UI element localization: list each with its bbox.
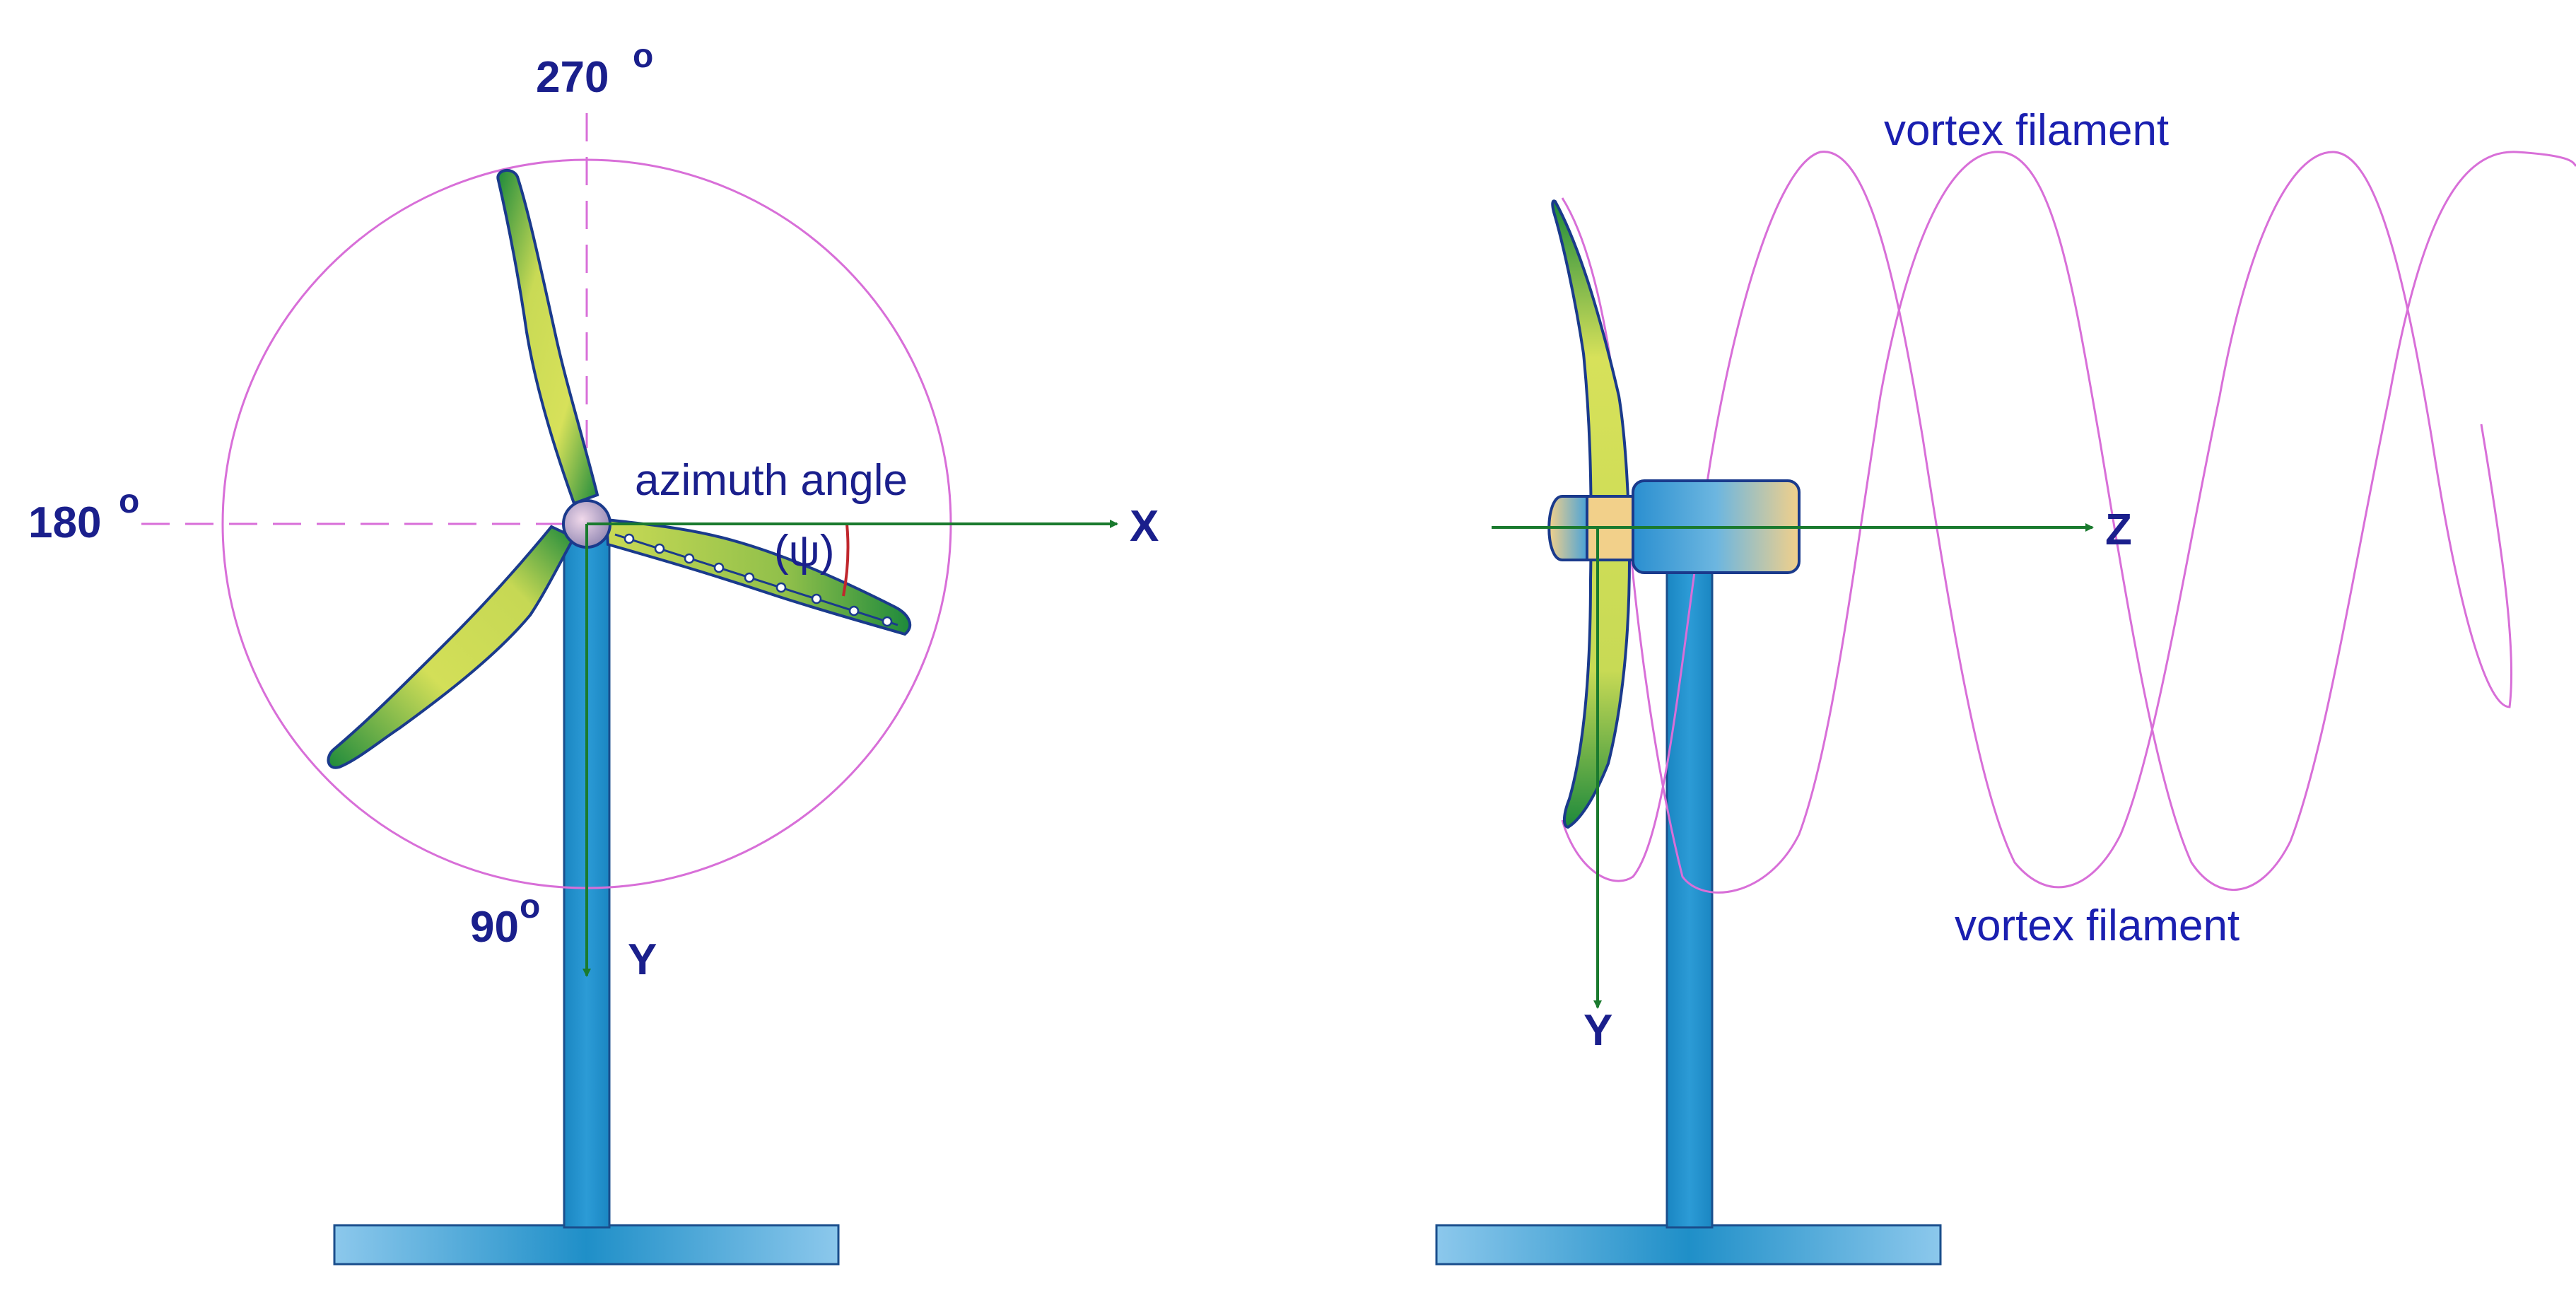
label-azimuth-angle: azimuth angle	[635, 456, 908, 505]
blade-top	[496, 169, 599, 506]
label-270-degree: o	[633, 37, 653, 75]
vortex-filament-lower	[1561, 151, 2513, 889]
label-vortex-filament-top: vortex filament	[1884, 106, 2169, 155]
psi-arc	[842, 523, 850, 597]
label-psi: (ψ)	[774, 527, 835, 576]
blade-lower-left	[327, 525, 576, 769]
front-view: 270 o 180 o 90 o X Y azimuth angle (ψ)	[28, 37, 1159, 1266]
front-base-plate	[333, 1224, 840, 1266]
side-base-plate	[1435, 1224, 1942, 1266]
side-tower	[1665, 550, 1714, 1229]
label-z-axis: Z	[2105, 506, 2132, 554]
blade-right	[604, 518, 912, 636]
label-y-axis-side: Y	[1583, 1006, 1612, 1055]
label-vortex-filament-bottom: vortex filament	[1955, 901, 2240, 950]
label-180-degree: o	[119, 483, 139, 520]
label-270: 270	[536, 53, 609, 102]
label-180: 180	[28, 498, 101, 547]
label-90-degree: o	[520, 888, 540, 925]
side-view: Z Y vortex filament vortex filament	[1435, 106, 2576, 1266]
label-90: 90	[470, 903, 519, 952]
label-y-axis-front: Y	[628, 935, 657, 984]
side-blade	[1551, 199, 1632, 829]
label-x-axis: X	[1130, 502, 1159, 551]
blade-element-points	[614, 533, 898, 627]
vortex-filament-upper	[1561, 151, 2576, 894]
